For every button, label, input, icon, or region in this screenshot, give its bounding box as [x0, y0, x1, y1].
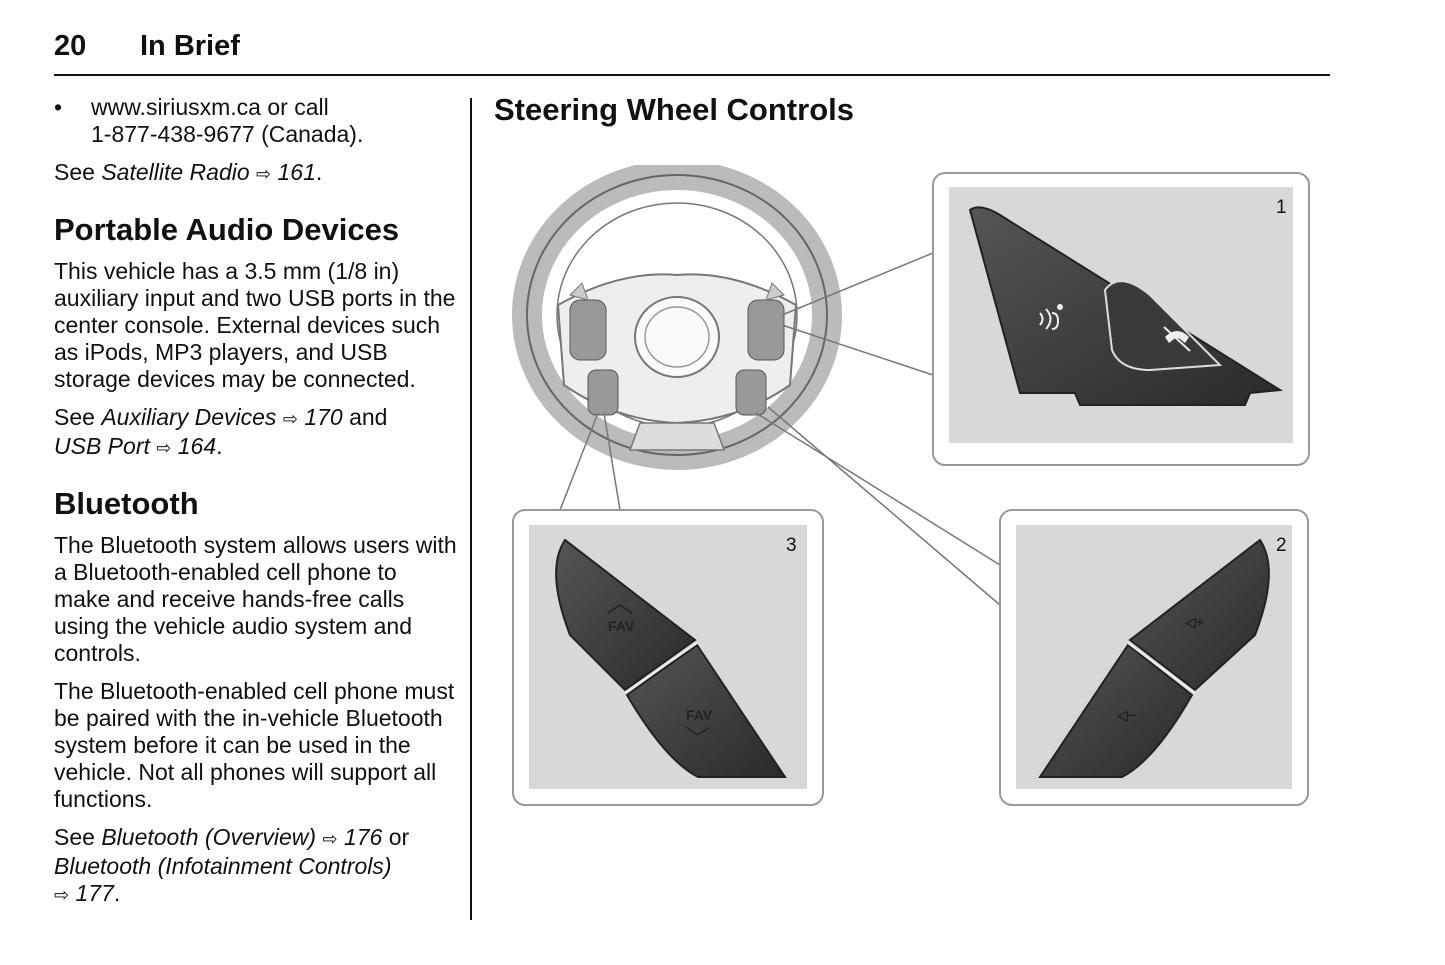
siriusxm-url-line: www.siriusxm.ca or call [91, 94, 329, 120]
auxiliary-ref: See Auxiliary Devices ⇨ 170 and USB Port… [54, 404, 388, 459]
favorite-down-button[interactable]: FAV [686, 707, 713, 723]
steering-wheel-illustration [512, 165, 842, 470]
column-divider [470, 98, 472, 920]
end-call-icon [1163, 326, 1191, 352]
page-ref-arrow-icon: ⇨ [256, 164, 272, 184]
volume-up-button[interactable]: ◁+ [1184, 614, 1204, 630]
page-ref-arrow-icon: ⇨ [54, 885, 70, 905]
bluetooth-infotainment-link[interactable]: Bluetooth (Infotainment Controls)⇨ 177 [54, 853, 392, 906]
favorite-up-icon [607, 604, 633, 614]
callout-number-2: 2 [1276, 535, 1287, 556]
portable-audio-heading: Portable Audio Devices [54, 212, 400, 247]
callout-panel-3: 3 FAV FAV [512, 509, 824, 806]
page-ref-arrow-icon: ⇨ [156, 438, 172, 458]
callout-leaders [559, 252, 1001, 606]
section-title: In Brief [140, 30, 240, 62]
auxiliary-devices-link[interactable]: Auxiliary Devices ⇨ 170 [101, 404, 343, 430]
callout-panel-1: 1 [932, 172, 1310, 466]
volume-down-button[interactable]: ◁− [1116, 707, 1136, 723]
bullet-icon: • [54, 94, 63, 120]
bluetooth-body-2: The Bluetooth-enabled cell phone must be… [54, 678, 455, 812]
callout-panel-2: 2 ◁+ ◁− [999, 509, 1309, 806]
page-number: 20 [54, 30, 87, 62]
steering-wheel-heading: Steering Wheel Controls [494, 92, 854, 127]
left-column: • www.siriusxm.ca or call 1-877-438-9677… [54, 94, 459, 920]
usb-port-link[interactable]: USB Port ⇨ 164 [54, 433, 217, 459]
portable-audio-body: This vehicle has a 3.5 mm (1/8 in) auxil… [54, 258, 456, 392]
page-ref-arrow-icon: ⇨ [322, 829, 338, 849]
satellite-radio-ref: See Satellite Radio ⇨ 161. [54, 159, 323, 185]
steering-wheel-figure: 1 2 ◁+ ◁− 3 FAV FAV [512, 165, 1310, 806]
favorite-up-button[interactable]: FAV [608, 618, 635, 634]
satellite-radio-link[interactable]: Satellite Radio ⇨ 161 [101, 159, 316, 185]
bluetooth-overview-link[interactable]: Bluetooth (Overview) ⇨ 176 [101, 824, 383, 850]
page-header: 20 In Brief [54, 28, 1330, 76]
callout-number-1: 1 [1276, 197, 1287, 218]
bluetooth-heading: Bluetooth [54, 486, 199, 521]
voice-command-icon [1039, 304, 1063, 330]
bluetooth-body-1: The Bluetooth system allows users with a… [54, 532, 457, 666]
siriusxm-phone-line: 1-877-438-9677 (Canada). [91, 121, 364, 147]
bluetooth-ref: See Bluetooth (Overview) ⇨ 176 or Blueto… [54, 824, 410, 906]
callout-number-3: 3 [786, 535, 797, 556]
siriusxm-bullet: • www.siriusxm.ca or call 1-877-438-9677… [54, 94, 459, 148]
page-ref-arrow-icon: ⇨ [282, 409, 298, 429]
favorite-down-icon [685, 726, 711, 736]
